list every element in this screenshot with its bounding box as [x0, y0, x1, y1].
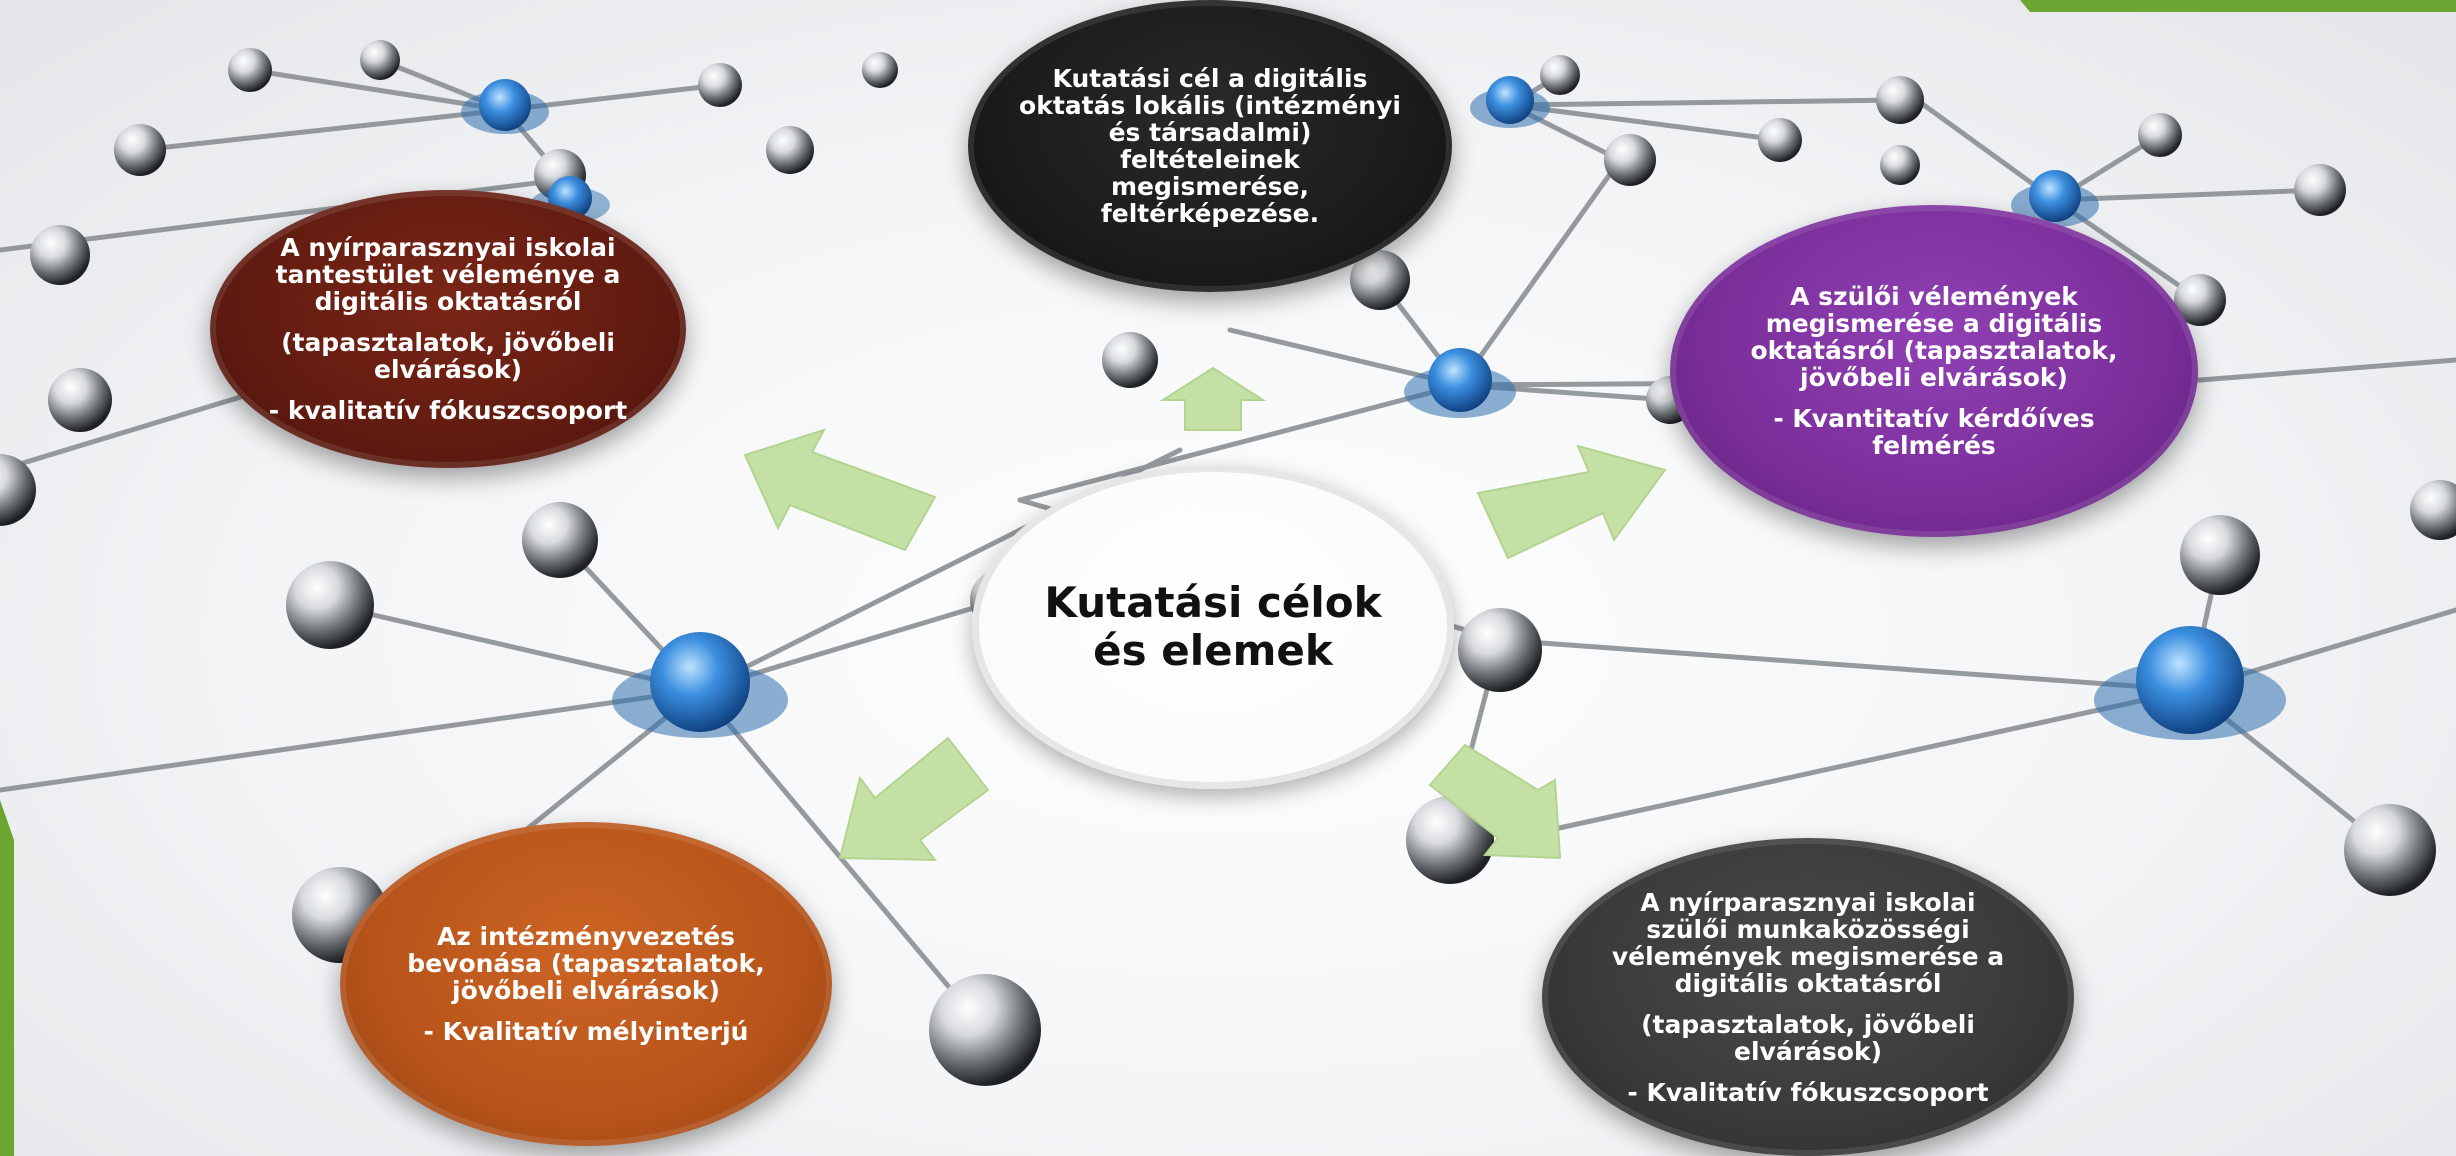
arrow-to-bottom-left: [838, 736, 990, 862]
bubble-text-line: vélemények megismerése a: [1611, 941, 2005, 971]
bubble-text-line: A szülői vélemények: [1790, 282, 2078, 311]
arrow-to-bottom-right: [1428, 743, 1562, 860]
center-title-line: és elemek: [1093, 626, 1333, 675]
bubble-text-line: digitális oktatásról: [1674, 968, 1942, 998]
bubble-text-line: jövőbeli elvárások): [452, 976, 720, 1005]
bubble-text-line: (tapasztalatok, jövőbeli: [281, 328, 615, 357]
bubble-text-line: - Kvalitatív mélyinterjú: [423, 1017, 749, 1046]
bubble-text-line: feltérképezése.: [1100, 199, 1320, 228]
bubble-text-line: - Kvantitatív kérdőíves: [1773, 404, 2095, 433]
bubble-text-line: megismerése a digitális: [1765, 309, 2103, 338]
bubble-center-title: Kutatási célok és elemek: [972, 465, 1454, 789]
bubble-text-line: megismerése,: [1111, 172, 1309, 201]
bubble-text-line: elvárások): [1734, 1036, 1882, 1066]
bubble-text-line: A nyírparasznyai iskolai: [280, 233, 616, 262]
bubble-parent-committee-focus-group: A nyírparasznyai iskolai szülői munkaköz…: [1542, 838, 2074, 1156]
slide-accent-top-right: [2020, 0, 2456, 12]
bubble-text-line: Az intézményvezetés: [436, 922, 736, 951]
bubble-text-line: bevonása (tapasztalatok,: [407, 949, 765, 978]
arrow-to-right: [1476, 444, 1667, 560]
bubble-text-line: digitális oktatásról: [314, 287, 582, 316]
bubble-text-line: felmérés: [1872, 431, 1996, 460]
bubble-research-goal: Kutatási cél a digitális oktatás lokális…: [968, 0, 1452, 292]
slide-accent-left: [0, 800, 14, 1156]
bubble-text-line: tantestület véleménye a: [275, 260, 621, 289]
bubble-text-line: (tapasztalatok, jövőbeli: [1641, 1009, 1975, 1039]
bubble-parent-survey: A szülői vélemények megismerése a digitá…: [1670, 205, 2198, 537]
bubble-text-line: - kvalitatív fókuszcsoport: [268, 396, 628, 425]
bubble-text-line: feltételeinek: [1120, 145, 1300, 174]
center-title-line: Kutatási célok: [1044, 578, 1382, 627]
bubble-leadership-interview: Az intézményvezetés bevonása (tapasztala…: [340, 822, 832, 1146]
arrow-to-left: [743, 428, 937, 552]
bubble-text-line: és társadalmi): [1108, 118, 1312, 147]
bubble-text-line: oktatásról (tapasztalatok,: [1750, 336, 2118, 365]
arrow-to-top: [1159, 366, 1267, 431]
bubble-text-line: jövőbeli elvárások): [1800, 363, 2068, 392]
bubble-text-line: szülői munkaközösségi: [1646, 914, 1970, 944]
bubble-text-line: elvárások): [374, 355, 522, 384]
bubble-text-line: A nyírparasznyai iskolai: [1640, 887, 1976, 917]
bubble-text-line: oktatás lokális (intézményi: [1019, 91, 1401, 120]
bubble-teacher-focus-group: A nyírparasznyai iskolai tantestület vél…: [210, 190, 686, 468]
bubble-text-line: Kutatási cél a digitális: [1052, 64, 1368, 93]
bubble-text-line: - Kvalitatív fókuszcsoport: [1627, 1077, 1989, 1107]
